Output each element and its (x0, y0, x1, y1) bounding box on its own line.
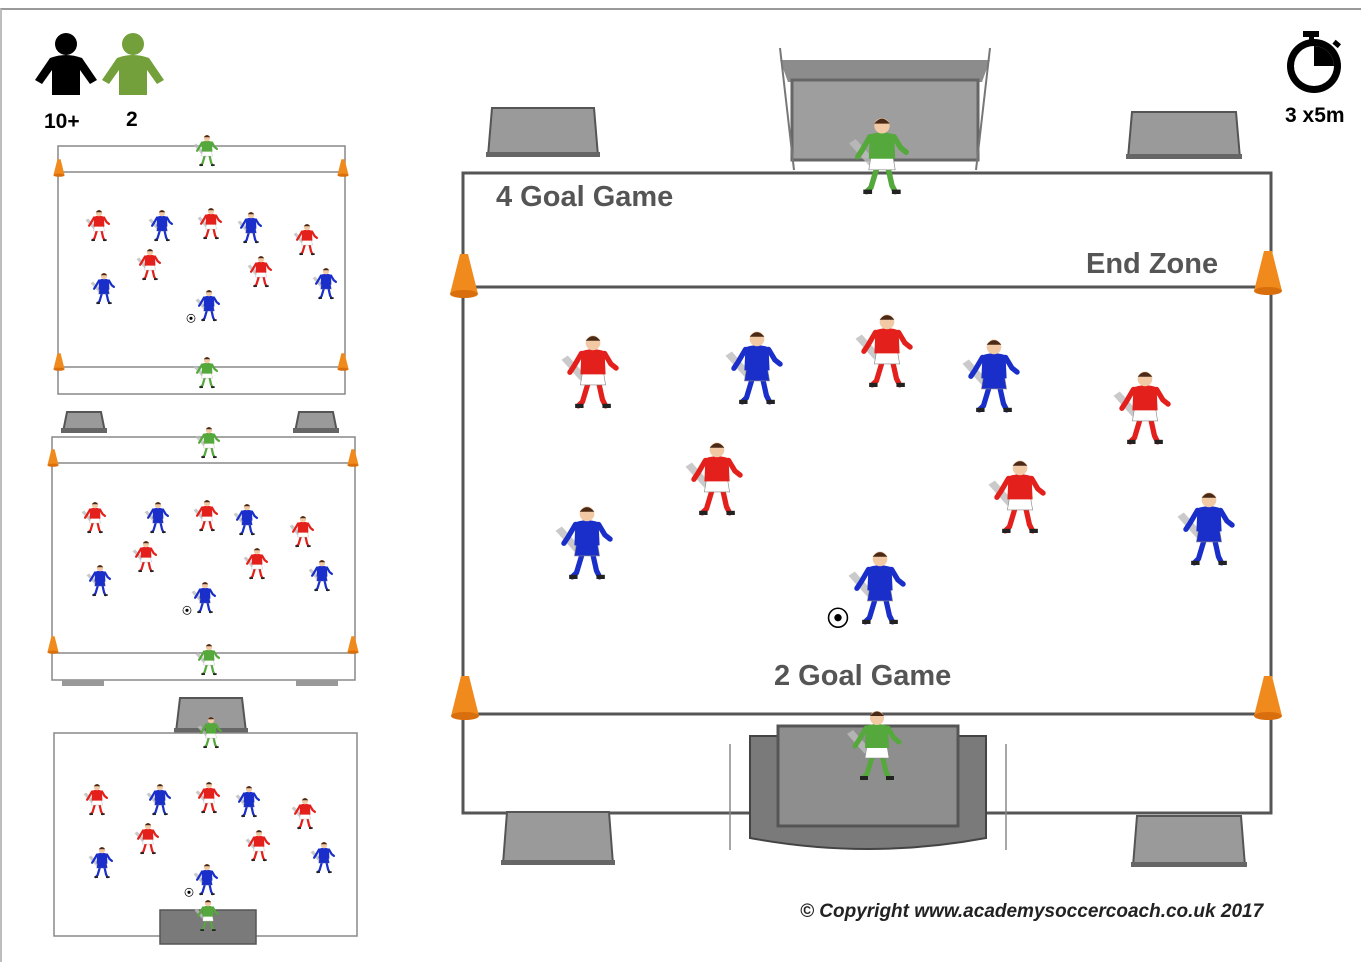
cone (1254, 251, 1282, 295)
red-player (247, 255, 273, 288)
cone (347, 636, 359, 654)
small-goal-bottom-right (1131, 815, 1247, 867)
blue-player (555, 506, 613, 580)
blue-player (962, 339, 1020, 413)
red-player (855, 314, 913, 388)
cone (1254, 676, 1282, 720)
cone (47, 636, 59, 654)
goalkeeper-top (193, 134, 219, 167)
players-count: 10+ (44, 110, 80, 133)
blue-player (86, 564, 112, 597)
blue-player (310, 841, 336, 874)
blue-player (233, 503, 259, 536)
cone (337, 353, 349, 371)
blue-player (1177, 492, 1235, 566)
copyright-text: © Copyright www.academysoccercoach.co.uk… (800, 901, 1264, 922)
red-player (195, 781, 221, 814)
red-player (1113, 371, 1171, 445)
small-goal-top-left (61, 411, 107, 433)
blue-player (88, 846, 114, 879)
red-player (245, 829, 271, 862)
stopwatch-icon (1287, 31, 1341, 93)
timer-label: 3 x5m (1285, 104, 1345, 127)
red-player (193, 499, 219, 532)
blue-player (146, 783, 172, 816)
red-player (136, 248, 162, 281)
mini-pitch-1 (57, 145, 346, 395)
red-player (81, 501, 107, 534)
main-pitch (461, 171, 1273, 815)
mini-pitch-2 (51, 436, 356, 686)
keepers-count: 2 (126, 108, 138, 131)
goalkeeper-bottom (194, 899, 220, 932)
cone (347, 449, 359, 467)
blue-player (308, 559, 334, 592)
small-goal-top-right (293, 411, 339, 433)
red-player (132, 540, 158, 573)
goalkeeper-top (849, 118, 909, 195)
blue-player (186, 289, 221, 323)
small-goal-top-right (1126, 111, 1242, 159)
red-player (291, 797, 317, 830)
cone (47, 449, 59, 467)
person-icon (102, 33, 164, 95)
goalkeeper-top (195, 426, 221, 459)
large-goal (729, 724, 1007, 850)
person-icon (35, 33, 97, 95)
blue-player (90, 272, 116, 305)
diagram-frame (0, 8, 1361, 962)
red-player (85, 209, 111, 242)
goalkeeper-top (197, 716, 223, 749)
red-player (83, 783, 109, 816)
red-player (685, 442, 743, 516)
red-player (561, 335, 619, 409)
small-goal-top-left (486, 107, 600, 157)
red-player (289, 515, 315, 548)
blue-player (184, 863, 219, 897)
small-goal-bottom-left (501, 811, 615, 865)
cone (337, 159, 349, 177)
red-player (293, 223, 319, 256)
blue-player (235, 785, 261, 818)
blue-player (827, 551, 906, 628)
red-player (243, 547, 269, 580)
cone (450, 254, 478, 298)
red-player (988, 460, 1046, 534)
cone (451, 676, 479, 720)
goalkeeper-bottom (195, 643, 221, 676)
goalkeeper-bottom (193, 356, 219, 389)
cone (53, 353, 65, 371)
goalkeeper-bottom (847, 711, 902, 781)
red-player (197, 207, 223, 240)
blue-player (144, 501, 170, 534)
blue-player (148, 209, 174, 242)
label-two-goal-game: 2 Goal Game (774, 660, 952, 692)
blue-player (237, 211, 263, 244)
label-four-goal-game: 4 Goal Game (496, 181, 674, 213)
red-player (134, 822, 160, 855)
label-end-zone: End Zone (1086, 248, 1219, 280)
blue-player (725, 331, 783, 405)
blue-player (182, 581, 217, 615)
cone (53, 159, 65, 177)
blue-player (312, 267, 338, 300)
